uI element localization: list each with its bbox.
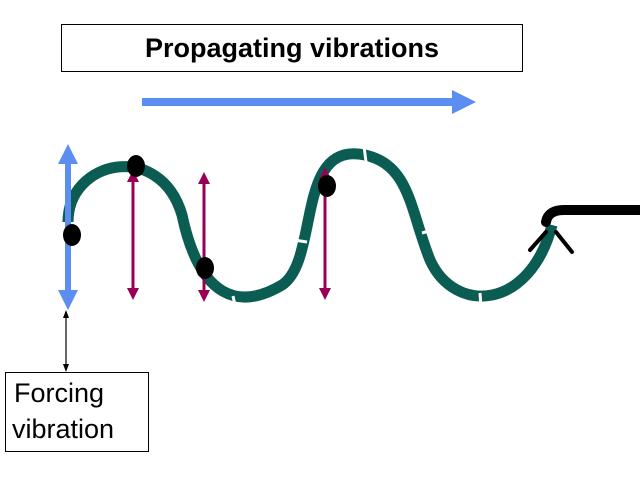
point xyxy=(63,224,81,246)
diagram-title: Propagating vibrations xyxy=(144,32,440,63)
arrowhead xyxy=(319,288,331,300)
wave-string xyxy=(62,148,558,303)
point xyxy=(127,155,145,177)
arrowhead xyxy=(127,288,139,300)
arrowhead xyxy=(198,172,210,184)
label-line1: Forcing xyxy=(14,378,105,408)
fixed-end-clamp xyxy=(528,205,640,254)
point xyxy=(196,257,214,279)
point xyxy=(318,175,336,197)
string-points xyxy=(63,155,336,279)
arrowhead xyxy=(198,290,210,302)
label-line2: vibration xyxy=(12,414,115,444)
forcing-vibration-label: Forcing vibration xyxy=(5,372,149,452)
propagation-arrow xyxy=(142,90,476,114)
label-pointer xyxy=(63,310,69,372)
title-box: Propagating vibrations xyxy=(61,24,523,72)
string-gaps xyxy=(231,145,483,311)
